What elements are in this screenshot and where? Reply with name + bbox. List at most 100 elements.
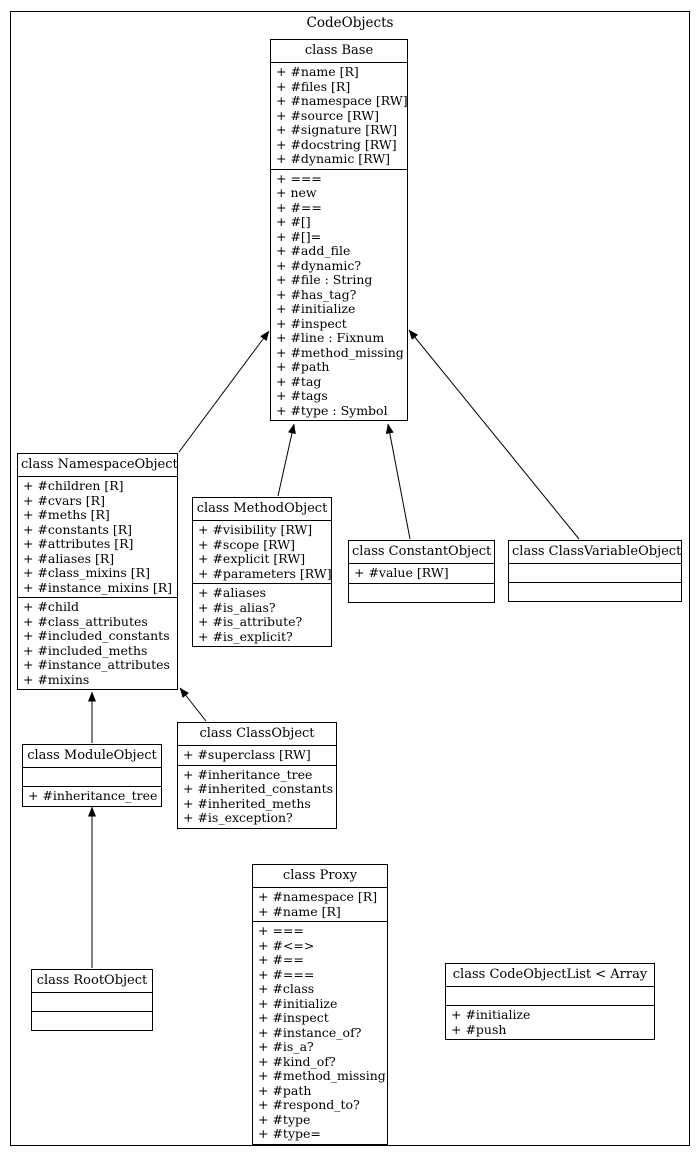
class-title-constant-object: class ConstantObject bbox=[352, 544, 492, 559]
methods-section: + #aliases+ #is_alias?+ #is_attribute?+ … bbox=[193, 583, 331, 646]
member-row: + #[]= bbox=[276, 229, 322, 244]
member-row: + #scope [RW] bbox=[198, 537, 295, 552]
methods-section: + #child+ #class_attributes+ #included_c… bbox=[18, 597, 177, 689]
member-row: + #instance_attributes bbox=[23, 658, 170, 672]
attributes-section: + #children [R]+ #cvars [R]+ #meths [R]+… bbox=[18, 476, 177, 597]
member-row: + #== bbox=[258, 953, 304, 967]
member-row: + #has_tag? bbox=[276, 287, 357, 302]
member-row: + #files [R] bbox=[276, 79, 351, 94]
attributes-section: + #visibility [RW]+ #scope [RW]+ #explic… bbox=[193, 520, 331, 583]
class-title-base: class Base bbox=[304, 43, 374, 58]
methods-section: + ===+ #<=>+ #==+ #===+ #class+ #initial… bbox=[253, 921, 387, 1144]
member-row: + #inherited_constants bbox=[183, 782, 334, 796]
class-box-root-object: class RootObject bbox=[31, 969, 153, 1031]
member-row: + #path bbox=[258, 1083, 312, 1098]
member-row: + #initialize bbox=[276, 302, 356, 316]
member-row: + #source [RW] bbox=[276, 108, 379, 123]
class-title-module-object: class ModuleObject bbox=[27, 748, 157, 763]
class-title-root-object: class RootObject bbox=[36, 973, 148, 988]
member-row: + #tag bbox=[276, 374, 322, 389]
member-row: + #visibility [RW] bbox=[198, 523, 313, 537]
member-row: + #explicit [RW] bbox=[198, 552, 306, 566]
methods-section bbox=[349, 582, 494, 602]
member-row: + #path bbox=[276, 360, 330, 374]
class-title-namespace-object: class NamespaceObject bbox=[21, 457, 177, 472]
member-row: + #respond_to? bbox=[258, 1098, 360, 1112]
member-row: + #push bbox=[451, 1022, 507, 1037]
member-row: + #is_alias? bbox=[198, 600, 276, 615]
member-row: + new bbox=[276, 186, 317, 200]
member-row: + #meths [R] bbox=[23, 508, 110, 522]
member-row: + #constants [R] bbox=[23, 522, 133, 537]
diagram-title: CodeObjects bbox=[306, 15, 394, 31]
member-row: + #type= bbox=[258, 1127, 321, 1141]
member-row: + #== bbox=[276, 200, 322, 215]
member-row: + === bbox=[258, 924, 304, 938]
member-row: + #superclass [RW] bbox=[183, 748, 311, 762]
member-row: + #is_attribute? bbox=[198, 615, 303, 629]
member-row: + #class bbox=[258, 982, 315, 996]
class-title-class-variable-object: class ClassVariableObject bbox=[512, 544, 681, 559]
member-row: + #namespace [R] bbox=[258, 890, 378, 904]
class-title-code-object-list: class CodeObjectList < Array bbox=[452, 967, 648, 982]
member-row: + #type bbox=[258, 1112, 311, 1127]
member-row: + #docstring [RW] bbox=[276, 137, 397, 152]
member-row: + #namespace [RW] bbox=[276, 94, 407, 108]
member-row: + #method_missing bbox=[276, 345, 404, 360]
class-box-code-object-list: class CodeObjectList < Array + #initializ… bbox=[445, 963, 655, 1040]
class-box-class-variable-object: class ClassVariableObject bbox=[508, 540, 682, 602]
methods-section: + #inheritance_tree+ #inherited_constant… bbox=[178, 764, 336, 828]
methods-section bbox=[509, 582, 681, 601]
member-row: + #method_missing bbox=[258, 1069, 386, 1083]
attributes-section bbox=[509, 563, 681, 582]
member-row: + #included_meths bbox=[23, 643, 148, 658]
member-row: + #inheritance_tree bbox=[28, 789, 158, 803]
member-row: + #cvars [R] bbox=[23, 493, 105, 508]
member-row: + #child bbox=[23, 600, 79, 614]
member-row: + #inheritance_tree bbox=[183, 767, 313, 782]
class-title-method-object: class MethodObject bbox=[196, 501, 328, 516]
member-row: + #aliases bbox=[198, 586, 267, 600]
member-row: + #mixins bbox=[23, 672, 90, 687]
member-row: + #inspect bbox=[276, 316, 347, 331]
member-row: + #signature [RW] bbox=[276, 123, 397, 137]
attributes-section bbox=[32, 992, 152, 1011]
class-title-class-object: class ClassObject bbox=[199, 726, 315, 741]
member-row: + #[] bbox=[276, 215, 311, 229]
member-row: + === bbox=[276, 171, 322, 186]
member-row: + #dynamic [RW] bbox=[276, 152, 391, 166]
class-title-proxy: class Proxy bbox=[282, 868, 358, 883]
class-box-proxy: class Proxy+ #namespace [R]+ #name [R]+ … bbox=[252, 864, 388, 1145]
member-row: + #instance_mixins [R] bbox=[23, 580, 173, 595]
methods-section: + #initialize+ #push bbox=[446, 1005, 654, 1039]
member-row: + #type : Symbol bbox=[276, 403, 388, 418]
member-row: + #is_explicit? bbox=[198, 629, 293, 644]
member-row: + #initialize bbox=[258, 996, 338, 1011]
class-box-constant-object: class ConstantObject + #value [RW] bbox=[348, 540, 495, 603]
attributes-section: + #superclass [RW] bbox=[178, 745, 336, 765]
member-row: + #name [R] bbox=[258, 904, 341, 919]
class-box-module-object: class ModuleObject + #inheritance_tree bbox=[22, 744, 162, 807]
methods-section bbox=[32, 1011, 152, 1030]
member-row: + #name [R] bbox=[276, 65, 359, 79]
member-row: + #class_attributes bbox=[23, 614, 148, 629]
attributes-section: + #name [R]+ #files [R]+ #namespace [RW]… bbox=[271, 62, 407, 169]
member-row: + #is_exception? bbox=[183, 811, 293, 825]
class-box-method-object: class MethodObject + #visibility [RW]+ #s… bbox=[192, 497, 332, 647]
member-row: + #is_a? bbox=[258, 1040, 314, 1054]
member-row: + #file : String bbox=[276, 273, 373, 287]
member-row: + #included_constants bbox=[23, 629, 170, 643]
methods-section: + #inheritance_tree bbox=[23, 786, 161, 806]
member-row: + #=== bbox=[258, 967, 315, 982]
member-row: + #add_file bbox=[276, 244, 351, 258]
class-box-base: class Base + #name [R]+ #files [R]+ #name… bbox=[270, 39, 408, 421]
member-row: + #instance_of? bbox=[258, 1025, 362, 1040]
methods-section: + ===+ new+ #==+ #[]+ #[]=+ #add_file + #… bbox=[271, 168, 407, 421]
member-row: + #line : Fixnum bbox=[276, 331, 385, 345]
attributes-section: + #namespace [R]+ #name [R] bbox=[253, 887, 387, 921]
member-row: + #children [R] bbox=[23, 479, 124, 493]
member-row: + #class_mixins [R] bbox=[23, 566, 150, 580]
class-box-class-object: class ClassObject + #superclass [RW] + #in… bbox=[177, 722, 337, 829]
member-row: + #value [RW] bbox=[354, 566, 449, 580]
attributes-section bbox=[23, 767, 161, 786]
